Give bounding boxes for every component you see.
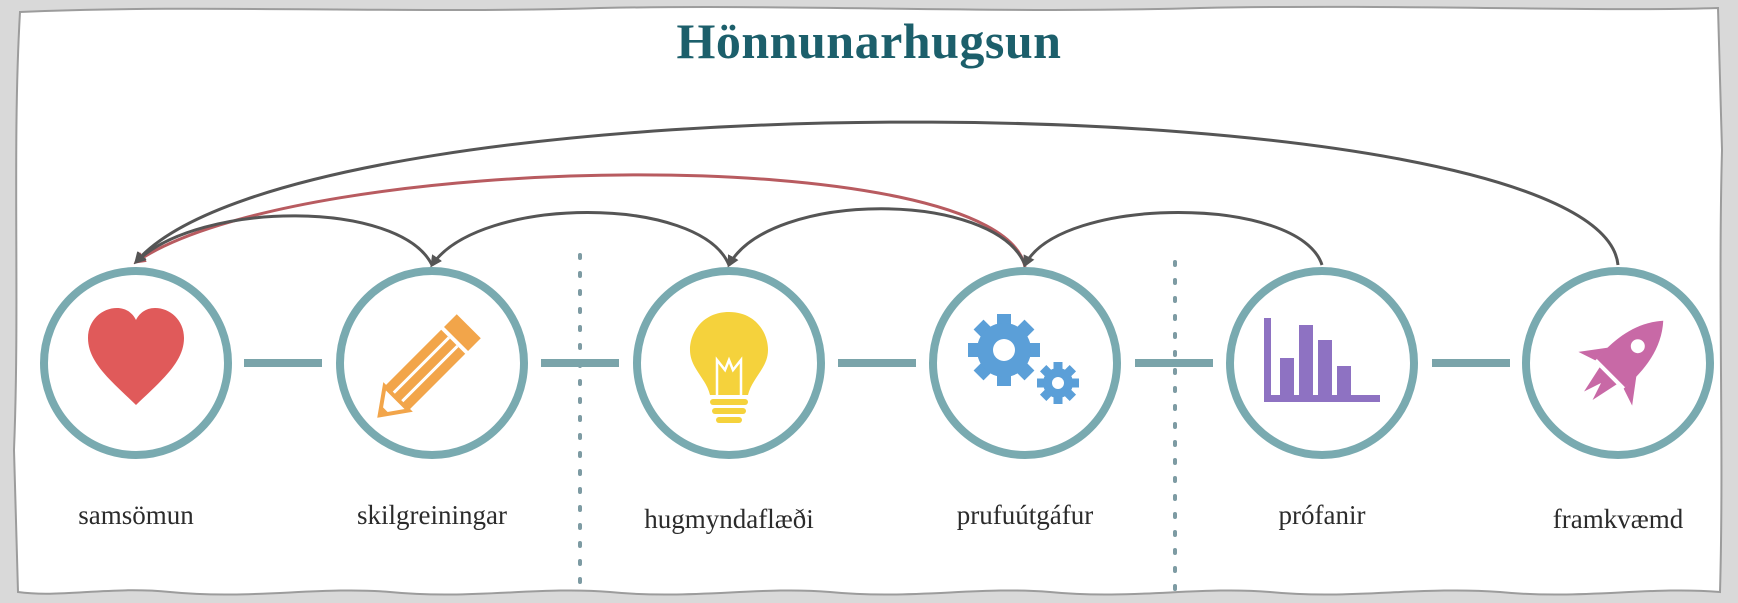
pencil-icon (377, 314, 481, 418)
arrow-framkvaemd-to-samsomun (134, 120, 1620, 266)
rocket-icon (1578, 320, 1664, 406)
arrow-hugmyndaflaedi-to-skilgreiningar (430, 211, 731, 268)
step-label-prufuutgafur: prufuútgáfur (956, 500, 1094, 530)
step-label-skilgreiningar: skilgreiningar (357, 500, 507, 530)
lightbulb-icon (690, 312, 768, 423)
diagram-title: Hönnunarhugsun (676, 13, 1062, 69)
step-label-profanir: prófanir (1278, 500, 1366, 530)
gears-icon (968, 314, 1079, 404)
arrow-profanir-to-prufuutgafur (1023, 211, 1324, 268)
step-label-framkvaemd: framkvæmd (1552, 504, 1684, 534)
heart-icon (88, 308, 184, 405)
step-label-samsomun: samsömun (78, 500, 194, 530)
arrow-skilgreiningar-to-samsomun (133, 214, 434, 266)
arrow-prufuutgafur-to-hugmyndaflaedi (727, 207, 1027, 268)
step-label-hugmyndaflaedi: hugmyndaflæði (644, 504, 814, 534)
bar-chart-icon (1264, 318, 1380, 402)
